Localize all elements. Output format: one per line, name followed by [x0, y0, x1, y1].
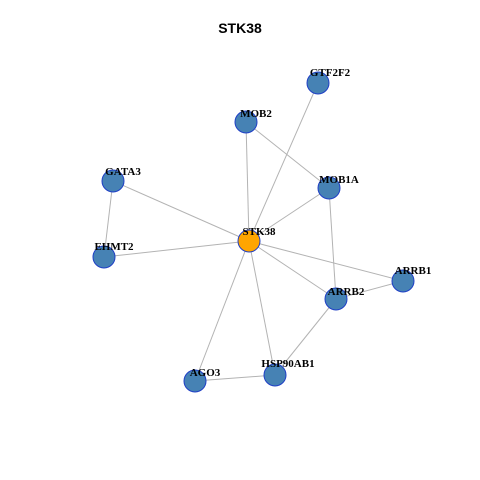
- node-hsp90ab1[interactable]: [263, 363, 287, 387]
- edge-stk38-mob2: [245, 121, 250, 242]
- node-label-arrb2: ARRB2: [328, 286, 365, 298]
- diagram-title: STK38: [218, 20, 262, 36]
- node-label-ago3: AGO3: [190, 367, 221, 379]
- node-stk38[interactable]: [237, 229, 261, 253]
- edge-mob1a-arrb2: [328, 187, 337, 300]
- node-label-hsp90ab1: HSP90AB1: [261, 358, 314, 370]
- edge-arrb2-hsp90ab1: [274, 298, 337, 376]
- node-arrb2[interactable]: [324, 287, 348, 311]
- node-mob2[interactable]: [234, 110, 258, 134]
- node-layer: [92, 71, 415, 393]
- edge-stk38-gata3: [112, 180, 250, 242]
- edge-stk38-arrb1: [248, 240, 404, 282]
- node-label-gata3: GATA3: [105, 166, 141, 178]
- edge-stk38-mob1a: [248, 187, 330, 242]
- edge-layer: [103, 82, 404, 382]
- node-label-mob2: MOB2: [240, 108, 272, 120]
- node-ehmt2[interactable]: [92, 245, 116, 269]
- edge-stk38-hsp90ab1: [248, 240, 276, 376]
- edge-stk38-ago3: [194, 240, 250, 382]
- node-mob1a[interactable]: [317, 176, 341, 200]
- edge-arrb2-arrb1: [335, 280, 404, 300]
- node-label-mob1a: MOB1A: [319, 174, 359, 186]
- node-arrb1[interactable]: [391, 269, 415, 293]
- node-ago3[interactable]: [183, 369, 207, 393]
- node-label-gtf2f2: GTF2F2: [310, 67, 351, 79]
- edge-stk38-ehmt2: [103, 240, 250, 258]
- edge-gata3-ehmt2: [103, 180, 114, 258]
- edge-mob2-mob1a: [245, 121, 330, 189]
- node-label-stk38: STK38: [242, 226, 276, 238]
- edge-hsp90ab1-ago3: [194, 374, 276, 382]
- node-gtf2f2[interactable]: [306, 71, 330, 95]
- edge-stk38-arrb2: [248, 240, 337, 300]
- edge-stk38-gtf2f2: [248, 82, 319, 242]
- node-gata3[interactable]: [101, 169, 125, 193]
- node-label-arrb1: ARRB1: [395, 265, 432, 277]
- node-label-ehmt2: EHMT2: [94, 241, 134, 253]
